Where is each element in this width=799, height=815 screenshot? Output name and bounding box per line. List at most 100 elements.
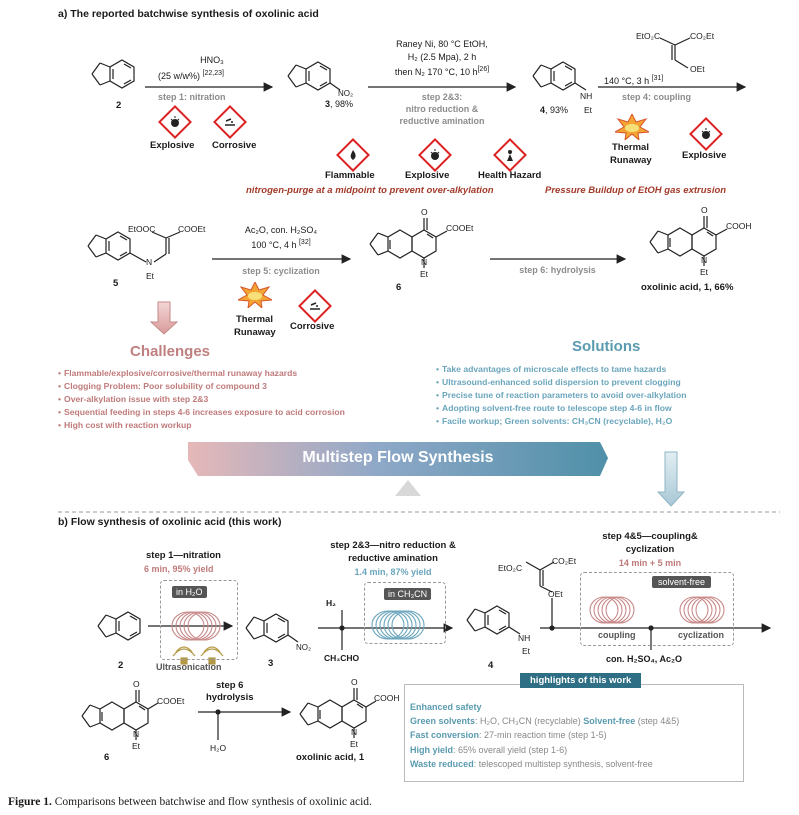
b-step6-label2: hydrolysis bbox=[206, 692, 254, 703]
compound-5-n: N bbox=[146, 257, 153, 267]
b-step45-label2: cyclization bbox=[625, 544, 675, 555]
challenge-item: •Flammable/explosive/corrosive/thermal r… bbox=[58, 368, 298, 378]
b-step1-label: step 1—nitration bbox=[146, 550, 221, 561]
hazard-label-health: Health Hazard bbox=[478, 170, 542, 181]
structure-compound-6-b bbox=[81, 690, 159, 740]
highlights-header: highlights of this work bbox=[520, 673, 642, 688]
b-emme-left: EtO₂C bbox=[498, 563, 523, 573]
banner-text: Multistep Flow Synthesis bbox=[302, 449, 494, 466]
compound-5-et: Et bbox=[146, 271, 155, 281]
b-step1-box bbox=[160, 580, 238, 660]
b-product-et: Et bbox=[350, 739, 359, 749]
compound-4-et: Et bbox=[584, 105, 593, 115]
structure-compound-2 bbox=[91, 59, 135, 89]
product-a-acid: COOH bbox=[726, 221, 752, 231]
step5-label: step 5: cyclization bbox=[242, 266, 320, 276]
b-label-product: oxolinic acid, 1 bbox=[296, 752, 365, 763]
compound-5-left-ester: EtOOC bbox=[128, 224, 156, 234]
hazard-label-explosive-3: Explosive bbox=[682, 150, 727, 161]
solution-item: •Ultrasound-enhanced solid dispersion to… bbox=[436, 377, 681, 387]
b-solvent-free-badge: solvent-free bbox=[652, 576, 712, 588]
b-step1-medium: in H₂O bbox=[172, 586, 207, 598]
b-label-compound-4: 4 bbox=[488, 660, 494, 671]
emme-oet: OEt bbox=[690, 64, 705, 74]
highlight-line: Enhanced safety bbox=[410, 702, 482, 712]
b-acid-feed: con. H₂SO₄, Ac₂O bbox=[606, 654, 682, 664]
figure-caption: Figure 1. Comparisons between batchwise … bbox=[8, 796, 372, 808]
structure-compound-4 bbox=[532, 61, 587, 91]
b-h2-feed: H₂ bbox=[326, 598, 336, 608]
flammable-hazard-icon bbox=[336, 138, 370, 172]
structure-emme bbox=[659, 37, 691, 69]
step23-label2: nitro reduction & bbox=[405, 104, 479, 114]
banner-pointer bbox=[395, 480, 421, 496]
compound-6-et: Et bbox=[420, 269, 429, 279]
b-step45-time: 14 min + 5 min bbox=[618, 558, 682, 568]
step6-label: step 6: hydrolysis bbox=[519, 265, 596, 275]
label-compound-3: 3, 98% bbox=[325, 99, 354, 109]
step1-conditions: (25 w/w%) [22,23] bbox=[158, 70, 224, 81]
hazard-label-corrosive-2: Corrosive bbox=[290, 321, 335, 332]
label-compound-6: 6 bbox=[396, 282, 402, 293]
step23-label3: reductive amination bbox=[399, 116, 485, 126]
coil-reactor-cyclization bbox=[679, 596, 725, 624]
b-step45-box bbox=[580, 572, 734, 646]
thermal-runaway-icon bbox=[613, 112, 651, 142]
structure-compound-2-b bbox=[97, 611, 141, 641]
compound-4-nh: NH bbox=[580, 91, 593, 101]
section-b-title: b) Flow synthesis of oxolinic acid (this… bbox=[58, 516, 282, 528]
compound-6-n: N bbox=[421, 257, 428, 267]
challenge-item: •High cost with reaction workup bbox=[58, 420, 192, 430]
section-a-title: a) The reported batchwise synthesis of o… bbox=[58, 8, 319, 20]
highlights-list: Enhanced safety Green solvents: H₂O, CH₃… bbox=[410, 700, 679, 771]
ultrasound-icon bbox=[172, 646, 224, 665]
solution-arrow bbox=[656, 451, 686, 507]
explosive-hazard-icon-2 bbox=[418, 138, 452, 172]
label-product-a: oxolinic acid, 1, 66% bbox=[641, 282, 734, 293]
structure-product-b bbox=[299, 688, 377, 738]
note-nitrogen-purge: nitrogen-purge at a midpoint to prevent … bbox=[246, 185, 494, 196]
step23-line3: then N₂ 170 °C, 10 h[26] bbox=[394, 66, 490, 77]
hazard-label-explosive-2: Explosive bbox=[405, 170, 450, 181]
b-compound-3-substituent: NO₂ bbox=[296, 643, 312, 652]
hazard-label-explosive-1: Explosive bbox=[150, 140, 195, 151]
structure-compound-6 bbox=[369, 218, 448, 268]
step4-conditions: 140 °C, 3 h [31] bbox=[604, 75, 664, 86]
compound-3-substituent: NO₂ bbox=[338, 89, 354, 98]
step4-label: step 4: coupling bbox=[622, 92, 692, 102]
b-step1-time: 6 min, 95% yield bbox=[144, 564, 214, 574]
product-a-n: N bbox=[701, 255, 708, 265]
b-product-acid: COOH bbox=[374, 693, 400, 703]
b-label-compound-3: 3 bbox=[268, 658, 274, 669]
b-label-compound-2: 2 bbox=[118, 660, 124, 671]
structure-compound-5 bbox=[87, 231, 181, 263]
compound-6-ester: COOEt bbox=[446, 223, 474, 233]
b-water-feed: H₂O bbox=[210, 743, 227, 753]
b-emme-oet: OEt bbox=[548, 589, 563, 599]
product-a-o: O bbox=[701, 205, 708, 215]
solution-item: •Precise tune of reaction parameters to … bbox=[436, 390, 687, 400]
b-ultrasonication: Ultrasonication bbox=[156, 662, 222, 672]
solution-item: •Take advantages of microscale effects t… bbox=[436, 364, 667, 374]
b-step6-label1: step 6 bbox=[216, 680, 244, 691]
b-step23-box bbox=[364, 582, 446, 644]
step1-label: step 1: nitration bbox=[158, 92, 226, 102]
solution-item: •Adopting solvent-free route to telescop… bbox=[436, 403, 672, 413]
hazard-label-thermal-2: Thermal bbox=[236, 314, 273, 325]
challenges-list: •Flammable/explosive/corrosive/thermal r… bbox=[58, 367, 345, 432]
thermal-runaway-icon-2 bbox=[236, 280, 274, 310]
b-compound-4-nh: NH bbox=[518, 633, 531, 643]
coil-reactor-step1 bbox=[171, 611, 221, 641]
hazard-label-flammable: Flammable bbox=[325, 170, 375, 181]
b-compound-6-et: Et bbox=[132, 741, 141, 751]
highlight-line: High yield: 65% overall yield (step 1-6) bbox=[410, 744, 568, 755]
challenge-item: •Clogging Problem: Poor solubility of co… bbox=[58, 381, 267, 391]
compound-6-o: O bbox=[421, 207, 428, 217]
highlight-line: Green solvents: H₂O, CH₃CN (recyclable) … bbox=[410, 716, 680, 727]
challenge-item: •Over-alkylation issue with step 2&3 bbox=[58, 394, 209, 404]
b-compound-4-et: Et bbox=[522, 646, 531, 656]
structure-compound-3 bbox=[287, 61, 341, 91]
b-coupling-label: coupling bbox=[598, 630, 636, 640]
b-emme-right: CO₂Et bbox=[552, 556, 577, 566]
